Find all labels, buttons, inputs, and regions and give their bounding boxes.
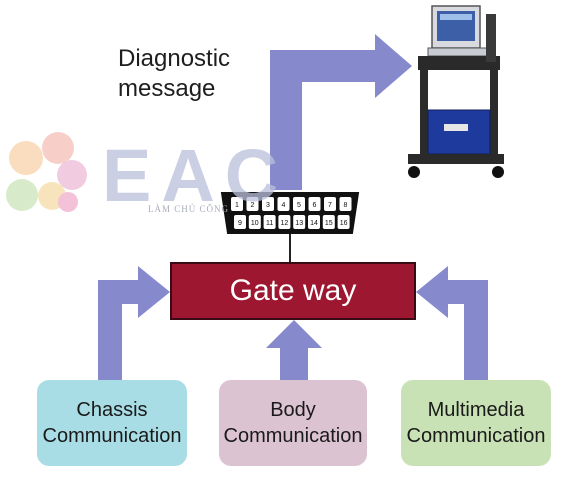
multimedia-label-line1: Multimedia (427, 399, 525, 421)
connector-top-pin-number: 8 (344, 202, 348, 209)
connector-top-pin-number: 2 (251, 202, 255, 209)
connector-top-pin (308, 197, 321, 211)
connector-top-pin (231, 197, 243, 211)
connector-top-pin (293, 197, 305, 211)
body-label-line1: Body (270, 399, 316, 421)
diagnostic-scanner-icon (408, 5, 504, 178)
diagnostic-label-line1: Diagnostic (118, 45, 231, 72)
connector-bottom-pin-number: 11 (266, 220, 273, 227)
connector-top-pin-number: 4 (282, 202, 286, 209)
watermark-subtitle: LÀM CHỦ CÔNG (148, 204, 230, 214)
connector-bottom-pin (293, 215, 306, 229)
chassis-to-gateway-arrow (98, 266, 170, 380)
body-label-line2: Communication (223, 425, 363, 447)
connector-bottom-pin (322, 215, 335, 229)
watermark-text: EAC (102, 134, 289, 217)
chassis-label-line2: Communication (42, 425, 182, 447)
body-communication-box: Body Communication (219, 380, 367, 466)
connector-bottom-pin-number: 15 (325, 220, 333, 227)
connector-bottom-pin-number: 14 (310, 220, 318, 227)
connector-top-pin (246, 197, 259, 211)
diagnostic-label-line2: message (118, 75, 216, 102)
connector-bottom-pin (337, 215, 350, 229)
connector-top-pin-number: 6 (313, 202, 317, 209)
body-to-gateway-arrow (266, 320, 322, 380)
chassis-label-line1: Chassis (76, 399, 148, 421)
connector-top-pin-number: 1 (235, 202, 239, 209)
gateway-box: Gate way (170, 262, 416, 320)
connector-bottom-pin-number: 10 (251, 220, 259, 227)
connector-top-pin (262, 197, 274, 211)
connector-bottom-pin (263, 215, 276, 229)
connector-bottom-pin-number: 13 (295, 220, 303, 227)
connector-bottom-pin-number: 12 (281, 220, 289, 227)
multimedia-communication-box: Multimedia Communication (401, 380, 551, 466)
connector-top-pin (324, 197, 336, 211)
gateway-label: Gate way (229, 274, 357, 307)
connector-top-pin (339, 197, 352, 211)
connector-top-pin-number: 5 (297, 202, 301, 209)
connector-top-pin-number: 3 (266, 202, 270, 209)
diagnostic-message-label: Diagnostic message (118, 44, 230, 104)
connector-bottom-pin (248, 215, 261, 229)
connector-bottom-pin (308, 215, 320, 229)
connector-bottom-pin-number: 16 (340, 220, 348, 227)
connector-bottom-pin-number: 9 (238, 220, 242, 227)
chassis-communication-box: Chassis Communication (37, 380, 187, 466)
multimedia-label-line2: Communication (406, 425, 546, 447)
connector-top-pin-number: 7 (328, 202, 332, 209)
multimedia-to-gateway-arrow (416, 266, 488, 380)
watermark-logo-icon (6, 132, 87, 212)
connector-bottom-pin (278, 215, 291, 229)
diagnostic-arrow (270, 34, 412, 190)
connector-top-pin (277, 197, 290, 211)
connector-bottom-pin (234, 215, 246, 229)
